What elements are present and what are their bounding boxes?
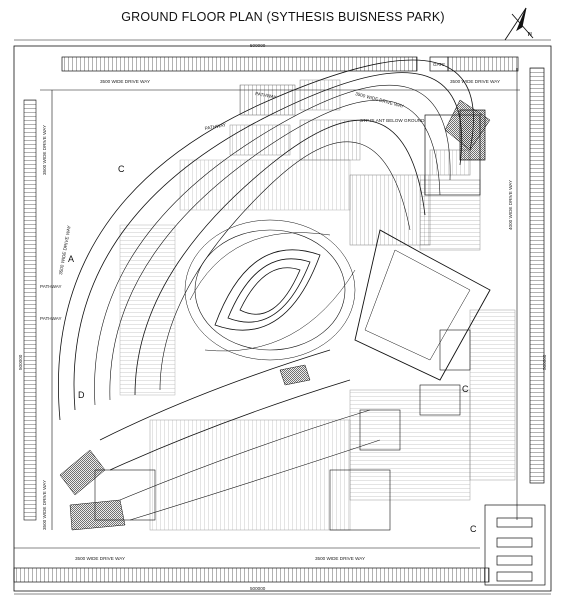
lower-building-wings [94, 309, 516, 531]
grid-mark: D [78, 390, 85, 400]
drive-bottom-left-label: 3500 WIDE DRIVE WAY [75, 556, 125, 561]
site-boundary [13, 39, 552, 595]
drive-left-mid-label: 3500 WIDE DRIVE WAY [58, 225, 72, 275]
right-building [349, 174, 491, 381]
dim-left-label: 500000 [18, 354, 23, 370]
legend-table [484, 504, 546, 586]
north-arrow-icon: N [504, 7, 534, 41]
dim-top-label: 500000 [250, 43, 266, 48]
gate-label: GATE [433, 62, 445, 67]
drive-left-top-label: 3500 WIDE DRIVE WAY [42, 125, 47, 175]
drive-top-right-label: 3500 WIDE DRIVE WAY [450, 79, 500, 84]
drive-right-label: 4000 WIDE DRIVE WAY [508, 180, 513, 230]
radial-car-bays [119, 79, 361, 396]
drive-top-left-label: 3500 WIDE DRIVE WAY [100, 79, 150, 84]
grid-mark: C [118, 164, 125, 174]
stp-label: STP PLANT BELOW GROUND [360, 118, 425, 123]
dim-right-label: 500000 [542, 354, 547, 370]
left-parking-band [23, 90, 53, 530]
grid-mark: C [470, 524, 477, 534]
svg-text:N: N [528, 32, 532, 38]
grid-marks: A D C C C [68, 164, 477, 534]
pathway-top-label: PATHWAY [255, 91, 277, 100]
gate [429, 56, 449, 72]
dim-bottom-label: 500000 [250, 586, 266, 591]
plan-title: GROUND FLOOR PLAN (SYTHESIS BUISNESS PAR… [121, 10, 445, 24]
right-parking-band [516, 67, 545, 520]
grid-mark: A [68, 254, 74, 264]
drive-top-center-label: 3500 WIDE DRIVE WAY [355, 91, 405, 109]
ramps [59, 99, 491, 531]
drive-bottom-right-label: 3500 WIDE DRIVE WAY [315, 556, 365, 561]
grid-mark: C [462, 384, 469, 394]
bottom-parking-band [13, 547, 490, 583]
central-courtyard [184, 219, 356, 361]
drive-left-bottom-label: 3500 WIDE DRIVE WAY [42, 480, 47, 530]
pathway-left2-label: PATHWAY [40, 316, 62, 321]
pathway-left-label: PATHWAY [40, 284, 62, 289]
pathway-top2-label: PATHWAY [204, 122, 226, 131]
